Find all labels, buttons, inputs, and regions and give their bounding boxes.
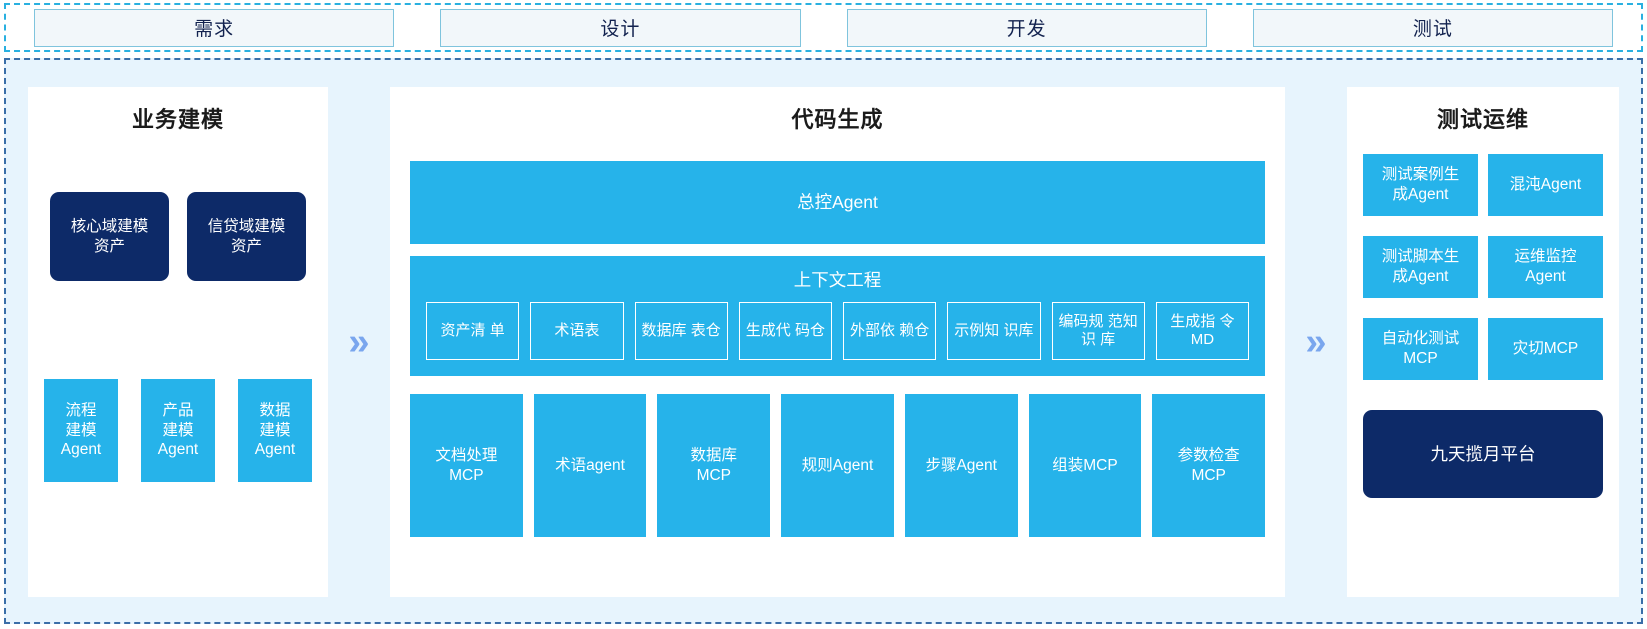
component-assembly-mcp[interactable]: 组装MCP [1028, 394, 1142, 537]
phase-box-requirements[interactable]: 需求 [34, 8, 395, 47]
chevron-right-icon-left: » [328, 87, 390, 597]
agent-process-modeling[interactable]: 流程 建模 Agent [44, 379, 118, 482]
phase-box-design[interactable]: 设计 [440, 8, 801, 47]
agent-product-modeling[interactable]: 产品 建模 Agent [141, 379, 215, 482]
context-engineering-block: 上下文工程 资产清 单 术语表 数据库 表仓 生成代 码仓 外部依 赖仓 示例知… [410, 256, 1265, 376]
disaster-recovery-mcp[interactable]: 灾切MCP [1488, 318, 1603, 380]
ctx-chip-example-knowledge-base[interactable]: 示例知 识库 [947, 302, 1041, 360]
business-modeling-assets: 核心域建模 资产 信贷域建模 资产 [28, 192, 328, 281]
component-document-processing-mcp[interactable]: 文档处理 MCP [410, 394, 523, 537]
panel-title-business-modeling: 业务建模 [131, 107, 224, 132]
chevron-glyph-left: » [348, 321, 370, 363]
ops-monitoring-agent[interactable]: 运维监控 Agent [1488, 236, 1603, 298]
component-database-mcp[interactable]: 数据库 MCP [657, 394, 771, 537]
test-ops-items: 测试案例生 成Agent 混沌Agent 测试脚本生 成Agent 运维监控 A… [1347, 154, 1619, 380]
panel-code-generation: 代码生成 总控Agent 上下文工程 资产清 单 术语表 数据库 表仓 生成代 … [390, 87, 1285, 597]
asset-core-domain[interactable]: 核心域建模 资产 [50, 192, 169, 281]
component-rule-agent[interactable]: 规则Agent [781, 394, 894, 537]
asset-credit-domain[interactable]: 信贷域建模 资产 [187, 192, 306, 281]
context-engineering-title: 上下文工程 [793, 270, 882, 290]
code-generation-components: 文档处理 MCP 术语agent 数据库 MCP 规则Agent 步骤Agent… [410, 394, 1266, 537]
ctx-chip-asset-list[interactable]: 资产清 单 [426, 302, 520, 360]
master-agent-bar[interactable]: 总控Agent [410, 161, 1265, 244]
test-script-generation-agent[interactable]: 测试脚本生 成Agent [1363, 236, 1478, 298]
business-modeling-agents: 流程 建模 Agent 产品 建模 Agent 数据 建模 Agent [28, 379, 328, 482]
ctx-chip-glossary[interactable]: 术语表 [530, 302, 624, 360]
automated-test-mcp[interactable]: 自动化测试 MCP [1363, 318, 1478, 380]
ctx-chip-db-table-repo[interactable]: 数据库 表仓 [634, 302, 728, 360]
test-case-generation-agent[interactable]: 测试案例生 成Agent [1363, 154, 1478, 216]
chaos-agent[interactable]: 混沌Agent [1488, 154, 1603, 216]
chevron-right-icon-right: » [1285, 87, 1347, 597]
panel-business-modeling: 业务建模 核心域建模 资产 信贷域建模 资产 流程 建模 Agent 产品 建模… [28, 87, 328, 597]
ctx-chip-coding-standards-kb[interactable]: 编码规 范知识 库 [1051, 302, 1145, 360]
component-parameter-check-mcp[interactable]: 参数检查 MCP [1152, 394, 1266, 537]
main-container: 业务建模 核心域建模 资产 信贷域建模 资产 流程 建模 Agent 产品 建模… [4, 58, 1643, 624]
phase-box-development[interactable]: 开发 [846, 8, 1207, 47]
jiutian-lanyue-platform[interactable]: 九天揽月平台 [1363, 410, 1603, 498]
panel-title-code-generation: 代码生成 [791, 107, 884, 132]
chevron-glyph-right: » [1305, 321, 1327, 363]
phase-bar: 需求 设计 开发 测试 [4, 3, 1643, 52]
code-generation-body: 总控Agent 上下文工程 资产清 单 术语表 数据库 表仓 生成代 码仓 外部… [390, 134, 1285, 537]
ctx-chip-generated-code-repo[interactable]: 生成代 码仓 [738, 302, 832, 360]
context-engineering-chips: 资产清 单 术语表 数据库 表仓 生成代 码仓 外部依 赖仓 示例知 识库 编码… [426, 302, 1249, 360]
ctx-chip-external-deps-repo[interactable]: 外部依 赖仓 [843, 302, 937, 360]
panel-title-test-ops: 测试运维 [1436, 107, 1529, 132]
phase-box-testing[interactable]: 测试 [1252, 8, 1613, 47]
component-step-agent[interactable]: 步骤Agent [904, 394, 1018, 537]
panel-test-ops: 测试运维 测试案例生 成Agent 混沌Agent 测试脚本生 成Agent 运… [1347, 87, 1619, 597]
ctx-chip-generation-instruction-md[interactable]: 生成指 令MD [1155, 302, 1249, 360]
component-glossary-agent[interactable]: 术语agent [533, 394, 647, 537]
agent-data-modeling[interactable]: 数据 建模 Agent [238, 379, 312, 482]
